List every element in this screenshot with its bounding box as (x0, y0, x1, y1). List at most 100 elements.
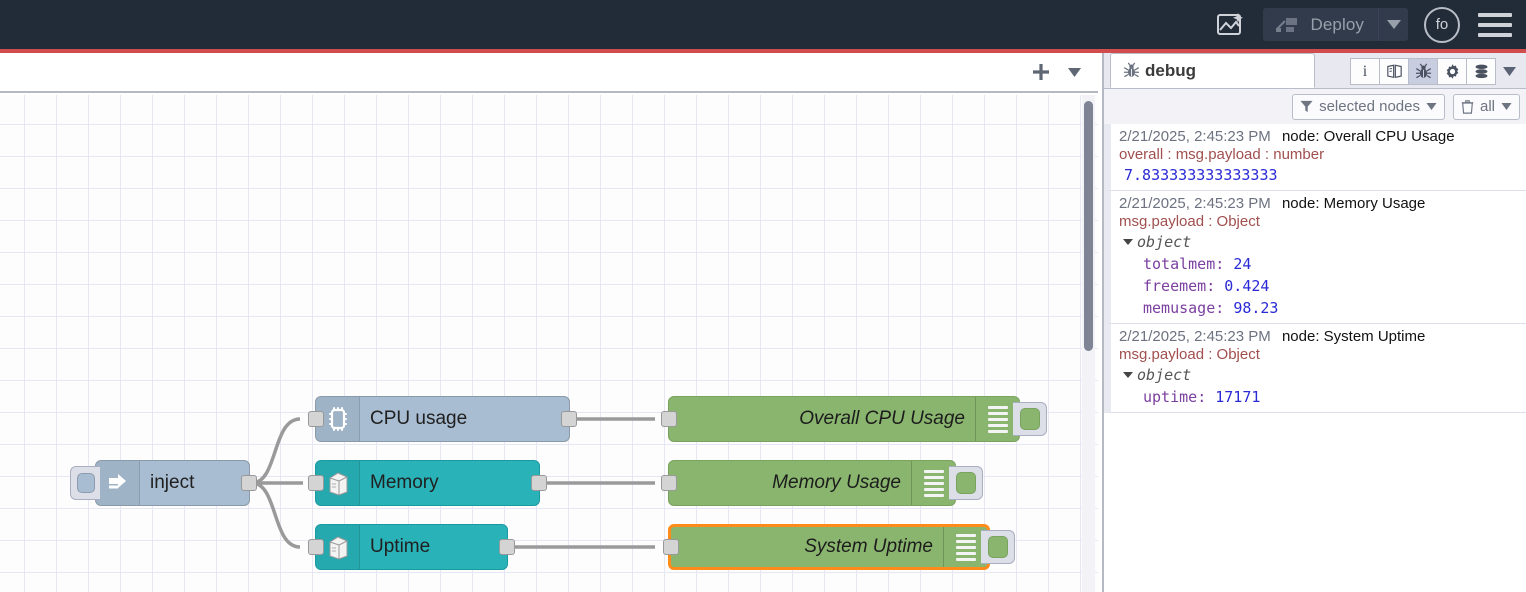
debug-message-header: 2/21/2025, 2:45:23 PM node: Memory Usage (1119, 195, 1522, 212)
caret-down-icon (1123, 372, 1133, 378)
debug-object-toggle[interactable]: object (1123, 233, 1522, 251)
context-data-icon[interactable] (1466, 58, 1496, 85)
inject-button-inner (76, 473, 95, 493)
node-debug-overall-cpu-usage[interactable]: Overall CPU Usage (661, 396, 1047, 442)
debug-timestamp: 2/21/2025, 2:45:23 PM (1119, 128, 1271, 145)
filter-selected-nodes-button[interactable]: selected nodes (1292, 93, 1445, 120)
avatar[interactable]: fo (1424, 6, 1460, 43)
output-port[interactable] (499, 539, 515, 555)
deploy-label: Deploy (1310, 14, 1364, 34)
debug-topic: overall : msg.payload : number (1119, 146, 1325, 163)
property-value: 0.424 (1224, 277, 1270, 295)
canvas-scrollbar-thumb[interactable] (1084, 101, 1093, 351)
trash-icon (1461, 99, 1474, 114)
clear-all-button[interactable]: all (1452, 93, 1520, 120)
gear-icon[interactable] (1437, 58, 1467, 85)
workspace: inject CPU usage (0, 53, 1098, 592)
debug-message[interactable]: 2/21/2025, 2:45:23 PM node: Overall CPU … (1104, 124, 1526, 191)
deploy-button[interactable]: Deploy (1263, 8, 1408, 41)
debug-source-node[interactable]: node: Overall CPU Usage (1281, 128, 1455, 145)
output-port[interactable] (531, 475, 547, 491)
chevron-down-icon (1501, 103, 1512, 110)
input-port[interactable] (308, 411, 324, 427)
output-port[interactable] (241, 475, 257, 491)
debug-message[interactable]: 2/21/2025, 2:45:23 PM node: Memory Usage… (1104, 191, 1526, 324)
avatar-initials: fo (1435, 16, 1449, 33)
input-port[interactable] (308, 475, 324, 491)
header-actions: Deploy fo (1207, 5, 1526, 45)
bug-icon (1123, 62, 1140, 78)
node-wires (251, 417, 655, 549)
chevron-down-icon[interactable] (1496, 58, 1522, 85)
debug-topic: msg.payload : Object (1119, 346, 1260, 363)
deploy-caret-icon[interactable] (1378, 8, 1408, 41)
debug-value: 7.833333333333333 (1124, 166, 1278, 184)
debug-toggle-button[interactable] (981, 530, 1015, 564)
add-flow-button[interactable] (1024, 56, 1058, 88)
sidebar-tab-row: debug i (1104, 53, 1526, 89)
input-port[interactable] (663, 539, 679, 555)
deploy-button-main[interactable]: Deploy (1263, 8, 1378, 41)
node-label: CPU usage (370, 408, 468, 429)
output-port[interactable] (561, 411, 577, 427)
node-label: Memory (370, 472, 439, 493)
inject-trigger-button[interactable] (70, 466, 100, 500)
debug-toggle-button[interactable] (1013, 402, 1047, 436)
node-uptime[interactable]: Uptime (308, 524, 515, 570)
input-port[interactable] (661, 411, 677, 427)
flow-tab-bar (0, 53, 1098, 93)
node-label: Overall CPU Usage (799, 408, 965, 429)
property-value: 98.23 (1233, 299, 1279, 317)
node-cpu-usage[interactable]: CPU usage (308, 396, 577, 442)
debug-timestamp: 2/21/2025, 2:45:23 PM (1119, 195, 1271, 212)
info-icon[interactable]: i (1350, 58, 1380, 85)
funnel-icon (1300, 100, 1313, 113)
debug-message[interactable]: 2/21/2025, 2:45:23 PM node: System Uptim… (1104, 324, 1526, 413)
flow-menu-button[interactable] (1058, 56, 1090, 88)
node-label: inject (150, 472, 195, 493)
filter-label: selected nodes (1319, 98, 1420, 115)
input-port[interactable] (308, 539, 324, 555)
debug-toggle-button[interactable] (949, 466, 983, 500)
bug-icon[interactable] (1408, 58, 1438, 85)
debug-property: uptime: 17171 (1143, 388, 1261, 406)
debug-source-node[interactable]: node: Memory Usage (1281, 195, 1426, 212)
node-debug-system-uptime[interactable]: System Uptime (663, 524, 1015, 570)
debug-lines-icon (975, 397, 1019, 441)
debug-timestamp: 2/21/2025, 2:45:23 PM (1119, 328, 1271, 345)
app-header: Deploy fo (0, 0, 1526, 49)
flow-canvas[interactable]: inject CPU usage (0, 95, 1098, 592)
hamburger-menu-icon[interactable] (1478, 8, 1512, 42)
debug-property: memusage: 98.23 (1143, 299, 1279, 317)
clear-label: all (1479, 98, 1495, 115)
debug-lines-icon (943, 527, 987, 567)
node-debug-memory-usage[interactable]: Memory Usage (661, 460, 983, 506)
debug-object-label: object (1137, 233, 1192, 251)
input-port[interactable] (661, 475, 677, 491)
debug-button-inner (987, 536, 1008, 558)
node-label: Memory Usage (772, 472, 901, 493)
sidebar-tool-buttons: i (1350, 58, 1526, 88)
property-key: totalmem (1143, 255, 1216, 273)
debug-property: totalmem: 24 (1143, 255, 1252, 273)
debug-button-inner (955, 472, 976, 494)
node-label: Uptime (370, 536, 431, 557)
node-memory[interactable]: Memory (308, 460, 547, 506)
node-inject[interactable]: inject (70, 460, 257, 506)
debug-message-header: 2/21/2025, 2:45:23 PM node: System Uptim… (1119, 328, 1522, 345)
debug-source-node[interactable]: node: System Uptime (1281, 328, 1426, 345)
tab-debug-label: debug (1145, 60, 1196, 80)
image-sparkle-icon[interactable] (1207, 5, 1253, 45)
caret-down-icon (1123, 239, 1133, 245)
property-key: memusage (1143, 299, 1216, 317)
debug-filter-row: selected nodes all (1104, 89, 1526, 124)
sidebar: debug i (1102, 53, 1526, 592)
property-value: 24 (1233, 255, 1252, 273)
debug-message-list[interactable]: 2/21/2025, 2:45:23 PM node: Overall CPU … (1104, 124, 1526, 592)
tab-debug[interactable]: debug (1110, 53, 1315, 88)
debug-object-label: object (1137, 366, 1192, 384)
debug-object-toggle[interactable]: object (1123, 366, 1522, 384)
debug-topic: msg.payload : Object (1119, 213, 1260, 230)
debug-lines-icon (911, 461, 955, 505)
help-book-icon[interactable] (1379, 58, 1409, 85)
